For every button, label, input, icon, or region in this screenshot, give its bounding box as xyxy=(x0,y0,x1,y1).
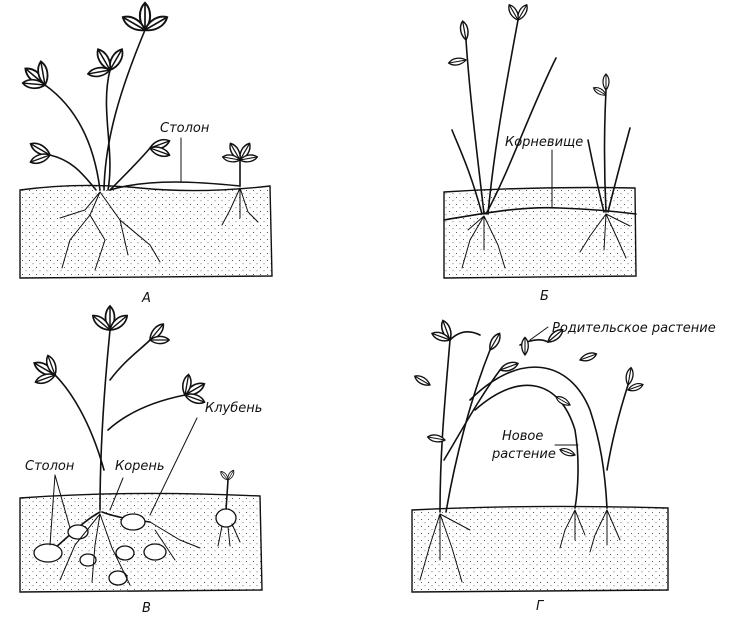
tuber xyxy=(79,553,97,567)
label-plant: растение xyxy=(491,447,556,462)
stolon xyxy=(109,181,241,191)
panel-c: Клубень Корень Столон В xyxy=(19,305,263,616)
label-stolon-c: Столон xyxy=(25,459,75,474)
stolon-leader xyxy=(49,474,71,546)
root-leader xyxy=(109,477,124,511)
tuber xyxy=(143,543,167,561)
tuber-leader xyxy=(149,417,198,516)
label-tuber: Клубень xyxy=(205,401,262,416)
label-rhizome: Корневище xyxy=(505,135,583,150)
soil xyxy=(19,492,263,593)
label-stolon-a: Столон xyxy=(160,121,210,136)
label-root: Корень xyxy=(115,459,165,474)
tuber xyxy=(115,545,135,561)
tuber xyxy=(215,508,237,528)
rhizome xyxy=(443,206,637,221)
panel-a: Столон А xyxy=(19,1,273,306)
label-new: Новое xyxy=(502,429,543,444)
layered-branch xyxy=(474,384,579,509)
soil xyxy=(443,186,637,279)
panel-d: Родительское растение Новое растение Г xyxy=(411,318,716,614)
layered-branch xyxy=(469,366,608,509)
panel-letter-c: В xyxy=(142,601,151,616)
panel-letter-d: Г xyxy=(536,599,545,614)
soil xyxy=(19,184,273,279)
panel-letter-b: Б xyxy=(540,289,549,304)
label-parent-plant: Родительское растение xyxy=(552,321,716,336)
parent-plant-leader xyxy=(529,326,549,341)
soil xyxy=(411,505,669,593)
panel-letter-a: А xyxy=(141,291,151,306)
panel-b: Корневище Б xyxy=(443,2,637,304)
tuber xyxy=(120,513,146,531)
tuber xyxy=(33,543,63,563)
